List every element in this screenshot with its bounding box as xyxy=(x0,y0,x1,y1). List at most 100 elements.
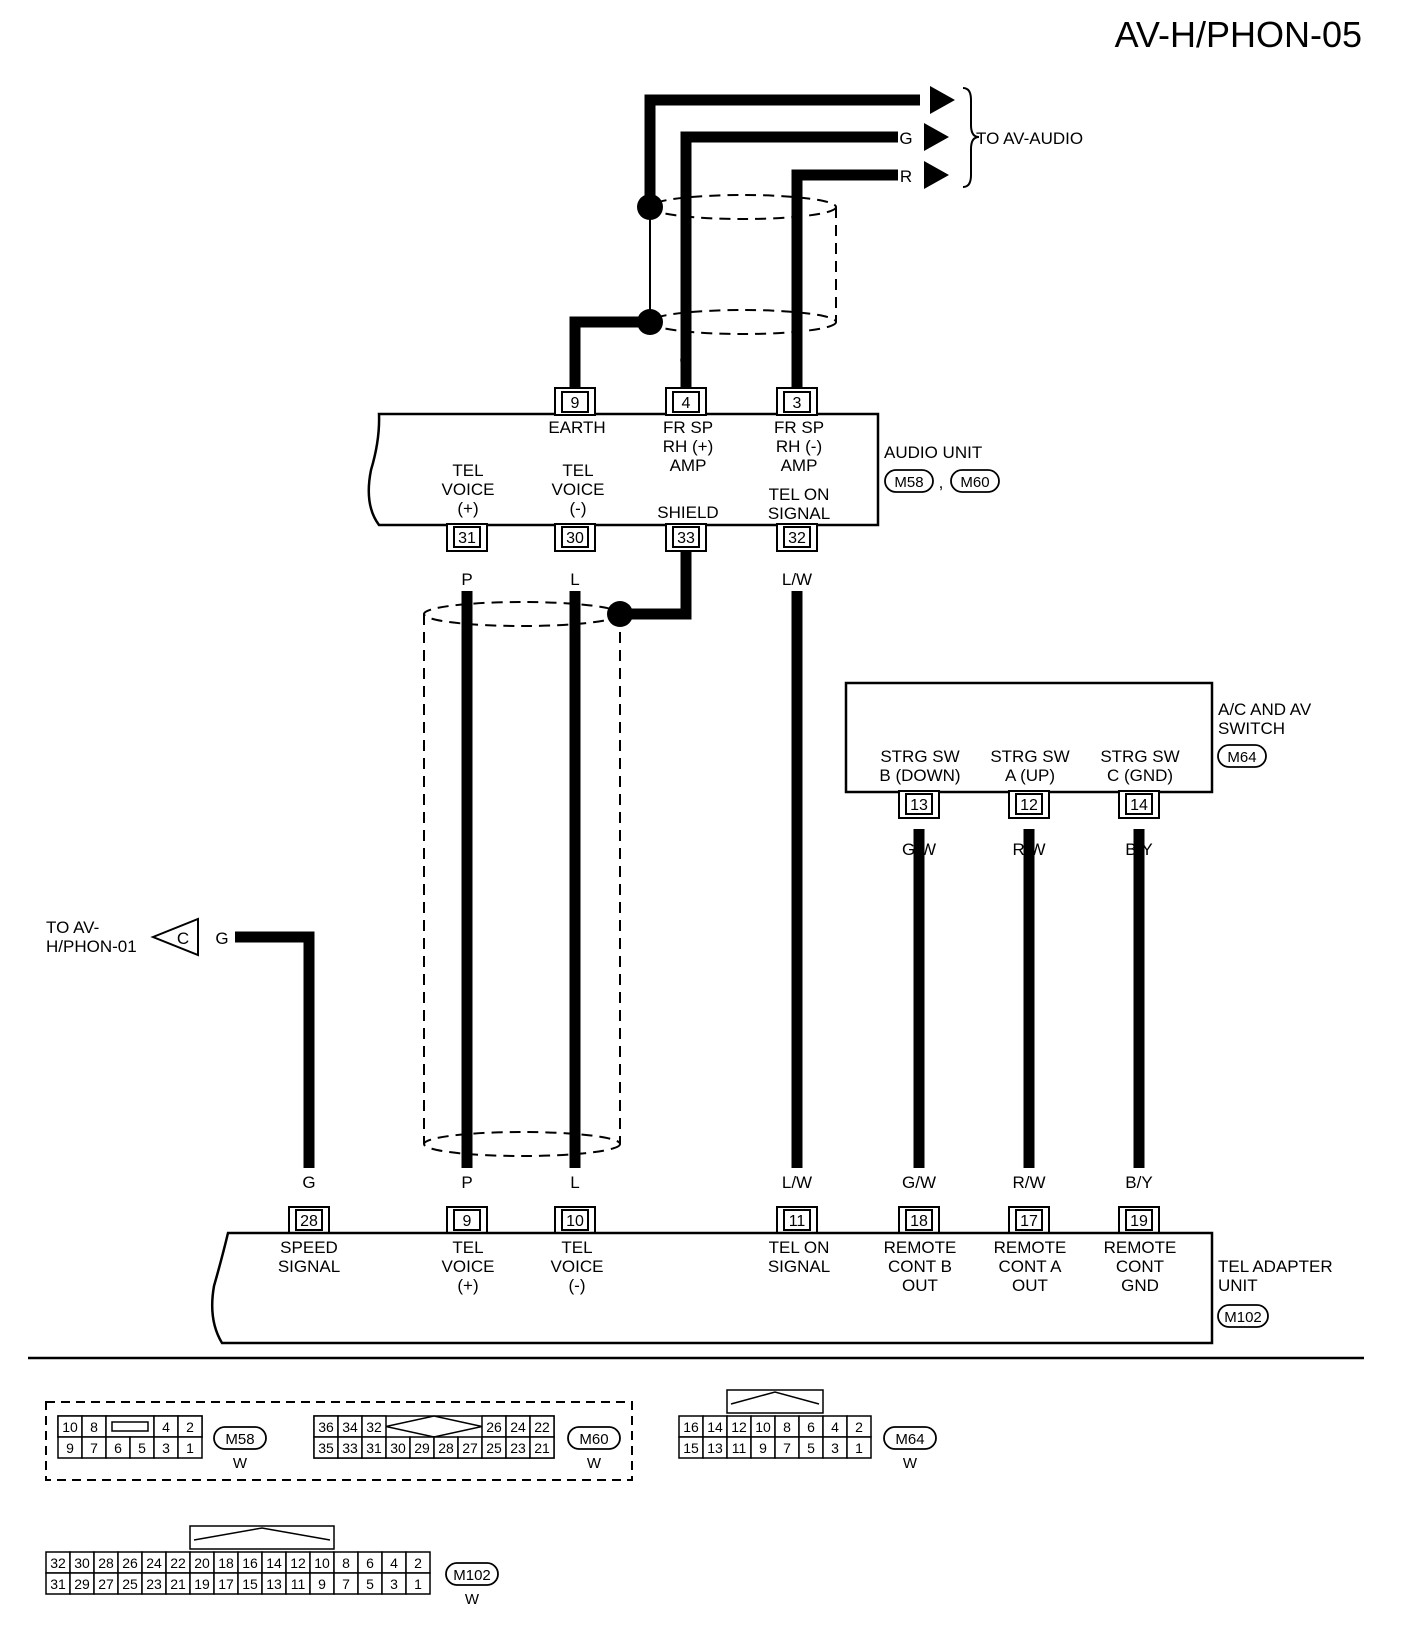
pin-number: 13 xyxy=(707,1440,723,1456)
pin-number: 31 xyxy=(458,530,476,547)
pin-label: (-) xyxy=(570,499,587,518)
pin-label: VOICE xyxy=(442,1257,495,1276)
switch-title: SWITCH xyxy=(1218,719,1285,738)
pin-label: TEL xyxy=(561,1238,592,1257)
pin-number: 10 xyxy=(566,1213,584,1230)
pin-number: 8 xyxy=(342,1555,350,1571)
pin-label: CONT xyxy=(1116,1257,1164,1276)
pin-label: TEL ON xyxy=(769,485,830,504)
wire-color: G/W xyxy=(902,1173,936,1192)
pin-number: 33 xyxy=(677,530,695,547)
pin-number: 3 xyxy=(831,1440,839,1456)
pin-label: CONT B xyxy=(888,1257,952,1276)
wire-color: G/W xyxy=(902,840,936,859)
arrow-head xyxy=(924,161,949,189)
pin-number: 28 xyxy=(438,1440,454,1456)
pin-label: RH (-) xyxy=(776,437,822,456)
pin-label: AMP xyxy=(670,456,707,475)
audio-unit-top-pins xyxy=(554,387,818,416)
arrow-head xyxy=(930,86,955,114)
pin-number: 35 xyxy=(318,1440,334,1456)
svg-text:M60: M60 xyxy=(960,474,989,491)
pin-number: 12 xyxy=(290,1555,306,1571)
pin-number: 1 xyxy=(414,1576,422,1592)
pin-label: SHIELD xyxy=(657,503,718,522)
pin-label: VOICE xyxy=(552,480,605,499)
pin-number: 32 xyxy=(366,1419,382,1435)
pin-label: REMOTE xyxy=(1104,1238,1177,1257)
pin-number: 15 xyxy=(683,1440,699,1456)
wire-color: P xyxy=(461,570,472,589)
pin-number: 3 xyxy=(390,1576,398,1592)
pin-label: (+) xyxy=(457,499,478,518)
wire-color: G xyxy=(679,351,692,370)
wire-color: R/W xyxy=(1012,840,1045,859)
pin-number: 2 xyxy=(414,1555,422,1571)
pin-label: AMP xyxy=(781,456,818,475)
pin-label: C (GND) xyxy=(1107,766,1173,785)
pin-cell xyxy=(529,1436,555,1459)
connector-color: W xyxy=(587,1455,602,1472)
page-id: AV-H/PHON-05 xyxy=(1115,14,1362,55)
tel-adapter-title: TEL ADAPTER xyxy=(1218,1257,1333,1276)
pin-number: 13 xyxy=(266,1576,282,1592)
wire-color-g-out: G xyxy=(899,129,912,148)
audio-unit-connector-ids: M58 , M60 xyxy=(884,469,1000,493)
tel-adapter-title: UNIT xyxy=(1218,1276,1258,1295)
pin-number: 9 xyxy=(66,1440,74,1456)
pin-number: 7 xyxy=(783,1440,791,1456)
wire-color: B/Y xyxy=(1125,1173,1152,1192)
pin-number: 4 xyxy=(682,395,691,412)
pin-label: RH (+) xyxy=(663,437,714,456)
pin-label: SIGNAL xyxy=(768,1257,830,1276)
pin-label: VOICE xyxy=(551,1257,604,1276)
switch-title: A/C AND AV xyxy=(1218,700,1312,719)
pin-label: FR SP xyxy=(663,418,713,437)
pin-number: 15 xyxy=(242,1576,258,1592)
pin-number: 5 xyxy=(807,1440,815,1456)
connector-id-badge xyxy=(883,1426,937,1450)
connector-id-badge xyxy=(213,1426,267,1450)
pin-number: 25 xyxy=(122,1576,138,1592)
pin-number: 4 xyxy=(390,1555,398,1571)
pin-label: TEL xyxy=(562,461,593,480)
switch-pins xyxy=(898,790,1160,819)
pin-number: 26 xyxy=(486,1419,502,1435)
pin-number: 9 xyxy=(463,1213,472,1230)
wire-color: B/Y xyxy=(1125,840,1152,859)
pin-number: 5 xyxy=(366,1576,374,1592)
pin-number: 10 xyxy=(62,1419,78,1435)
pin-number: 31 xyxy=(50,1576,66,1592)
pin-number: 30 xyxy=(74,1555,90,1571)
pin-number: 11 xyxy=(732,1440,747,1456)
pin-number: 6 xyxy=(114,1440,122,1456)
to-av-audio-label: TO AV-AUDIO xyxy=(976,129,1083,148)
pin-number: 20 xyxy=(194,1555,210,1571)
pin-number: 36 xyxy=(318,1419,334,1435)
pin-number: 9 xyxy=(571,395,580,412)
svg-text:M64: M64 xyxy=(1227,749,1256,766)
pin-label: SIGNAL xyxy=(278,1257,340,1276)
pin-number: 17 xyxy=(1020,1213,1038,1230)
pin-number: 14 xyxy=(707,1419,723,1435)
upper-shield xyxy=(637,194,837,335)
wire-color: G xyxy=(215,929,228,948)
tel-adapter-connector-id: M102 xyxy=(1217,1304,1269,1328)
pin-label: STRG SW xyxy=(1100,747,1179,766)
connector-id-badge xyxy=(567,1426,621,1450)
pin-number: 7 xyxy=(90,1440,98,1456)
pin-number: 14 xyxy=(1130,797,1148,814)
pin-number: 8 xyxy=(783,1419,791,1435)
pin-number: 9 xyxy=(318,1576,326,1592)
wire-color: R/W xyxy=(1012,1173,1045,1192)
pin-number: 23 xyxy=(510,1440,526,1456)
pin-number: 4 xyxy=(162,1419,170,1435)
pin-number: 16 xyxy=(683,1419,699,1435)
pin-number: 27 xyxy=(98,1576,114,1592)
pin-number: 30 xyxy=(566,530,584,547)
upper-wires xyxy=(569,86,955,387)
pin-number: 11 xyxy=(291,1576,306,1592)
pin-number: 24 xyxy=(510,1419,526,1435)
wire-color: L xyxy=(570,570,579,589)
pin-number: 22 xyxy=(534,1419,550,1435)
